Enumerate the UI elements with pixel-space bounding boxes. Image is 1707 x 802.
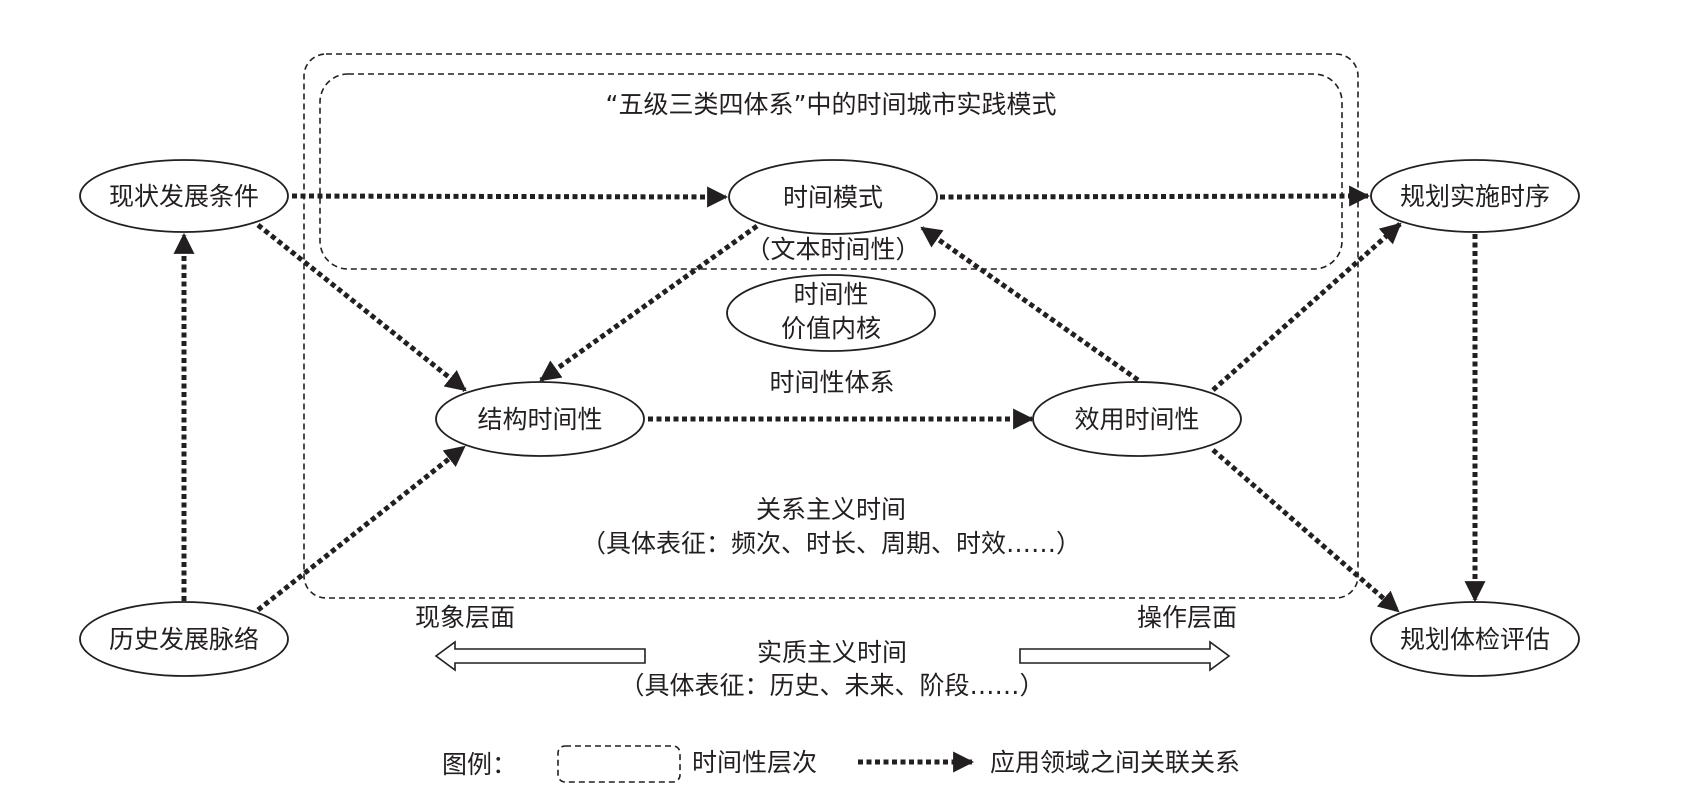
hollow-arrow-left	[434, 640, 646, 672]
node-label-core-line2: 价值内核	[781, 314, 881, 343]
node-label-current-conditions: 现状发展条件	[109, 182, 259, 211]
node-label-core-line1: 时间性	[793, 280, 868, 309]
arrow-current-to-time-model	[291, 186, 729, 208]
legend-dashed-box-label: 时间性层次	[692, 748, 817, 777]
node-label-plan-evaluation: 规划体检评估	[1400, 625, 1550, 654]
legend: 图例： 时间性层次 应用领域之间关联关系	[442, 745, 1240, 783]
node-value-core: 时间性 价值内核	[726, 274, 936, 352]
label-relational-examples: （具体表征：频次、时长、周期、时效……）	[581, 529, 1081, 558]
label-substantive-examples: （具体表征：历史、未来、阶段……）	[619, 671, 1044, 700]
node-implementation-sequence: 规划实施时序	[1370, 159, 1580, 233]
arrow-current-to-structural	[256, 223, 467, 392]
node-label-historical-context: 历史发展脉络	[109, 625, 259, 654]
node-label-implementation-sequence: 规划实施时序	[1400, 182, 1550, 211]
legend-arrow-label: 应用领域之间关联关系	[990, 748, 1240, 777]
hollow-arrow-right	[1019, 640, 1231, 672]
node-historical-context: 历史发展脉络	[79, 601, 289, 677]
node-label-time-model: 时间模式	[783, 183, 883, 212]
label-substantive-time: 实质主义时间	[757, 638, 907, 667]
label-phenomenon-level: 现象层面	[415, 603, 515, 632]
arrow-utility-to-evaluation	[1211, 448, 1400, 613]
label-operation-level: 操作层面	[1137, 603, 1237, 632]
arrow-history-to-structural	[256, 445, 466, 612]
label-relational-time: 关系主义时间	[756, 495, 906, 524]
node-label-utility-temporality: 效用时间性	[1074, 405, 1199, 434]
node-plan-evaluation: 规划体检评估	[1370, 601, 1580, 677]
legend-dashed-box-swatch	[557, 745, 681, 783]
node-current-conditions: 现状发展条件	[79, 159, 289, 233]
node-structural-temporality: 结构时间性	[435, 381, 645, 457]
inner-layer-box	[319, 73, 1343, 270]
arrow-time-model-to-implementation	[939, 185, 1371, 207]
label-temporality-system: 时间性体系	[769, 368, 894, 397]
arrow-utility-to-time-model	[920, 225, 1140, 383]
label-text-temporality: （文本时间性）	[745, 235, 920, 264]
node-time-model: 时间模式	[728, 159, 938, 235]
arrow-utility-to-implementation	[1211, 222, 1402, 392]
legend-title: 图例：	[442, 750, 517, 779]
diagram-title: “五级三类四体系”中的时间城市实践模式	[606, 90, 1057, 119]
relationship-arrows	[173, 185, 1486, 613]
node-utility-temporality: 效用时间性	[1032, 381, 1242, 457]
arrow-time-model-to-structural	[539, 223, 759, 383]
outer-layer-box	[303, 53, 1359, 599]
node-label-structural-temporality: 结构时间性	[477, 405, 602, 434]
